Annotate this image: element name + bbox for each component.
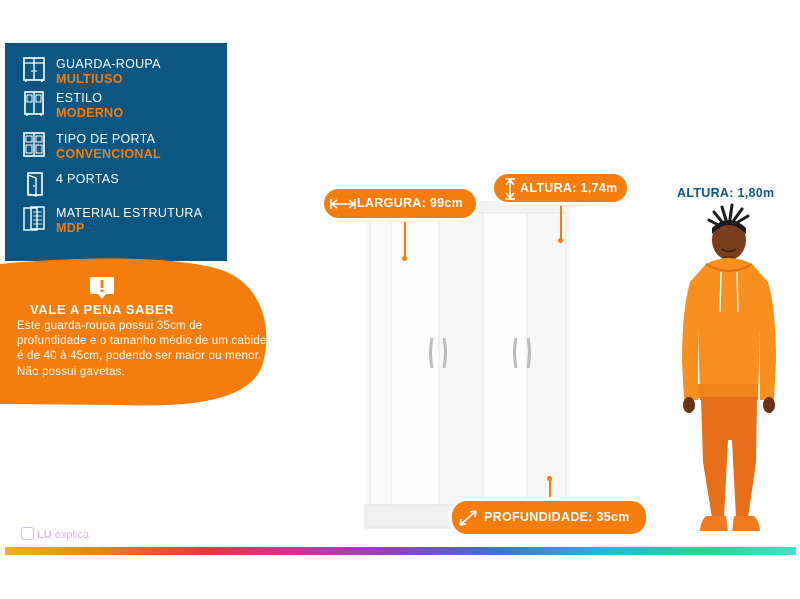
door-icon	[27, 172, 43, 197]
depth-guide	[549, 478, 551, 500]
lu-logo-icon	[21, 527, 34, 540]
spec-value: MODERNO	[56, 106, 124, 120]
spec-label: TIPO DE PORTA	[56, 132, 156, 146]
spec-label: GUARDA-ROUPA	[56, 57, 161, 71]
material-icon	[23, 206, 45, 231]
lu-explica-logo: LU explica	[21, 527, 89, 541]
alert-icon	[90, 277, 114, 299]
spec-label: ESTILO	[56, 91, 103, 105]
cabinet-style-icon	[24, 91, 44, 116]
wardrobe-icon	[23, 57, 45, 82]
spec-value: MDP	[56, 221, 85, 235]
logo-text: explica	[54, 529, 89, 541]
width-guide-dot	[402, 256, 407, 261]
width-label: LARGURA: 99cm	[321, 186, 479, 221]
tip-background	[0, 258, 267, 406]
height-label: ALTURA: 1,74m	[491, 171, 630, 205]
spec-panel: GUARDA-ROUPA MULTIUSO ESTILO MODERNO TIP…	[5, 43, 227, 261]
spec-label: 4 PORTAS	[56, 172, 120, 186]
depth-label: PROFUNDIDADE: 35cm	[449, 498, 649, 537]
person-illustration	[682, 203, 776, 533]
depth-arrow-icon	[459, 510, 477, 526]
tip-text: Este guarda-roupa possui 35cm de profund…	[17, 320, 267, 378]
width-guide	[404, 220, 406, 258]
spec-value: CONVENCIONAL	[56, 147, 161, 161]
person-height-label: ALTURA: 1,80m	[677, 186, 775, 200]
spec-value: MULTIUSO	[56, 72, 123, 86]
door-type-icon	[23, 132, 45, 157]
depth-guide-dot	[547, 476, 552, 481]
wardrobe-illustration	[364, 201, 571, 529]
height-guide-dot	[558, 238, 563, 243]
tip-title: VALE A PENA SABER	[30, 302, 175, 317]
height-arrow-icon	[505, 178, 515, 200]
width-arrow-icon	[330, 199, 356, 209]
depth-label-text: PROFUNDIDADE: 35cm	[484, 510, 630, 524]
width-label-text: LARGURA: 99cm	[357, 196, 463, 210]
spec-label: MATERIAL ESTRUTURA	[56, 206, 203, 220]
rainbow-bar	[5, 547, 796, 555]
height-label-text: ALTURA: 1,74m	[520, 181, 618, 195]
logo-brand: LU	[37, 529, 52, 541]
height-guide	[560, 190, 562, 240]
